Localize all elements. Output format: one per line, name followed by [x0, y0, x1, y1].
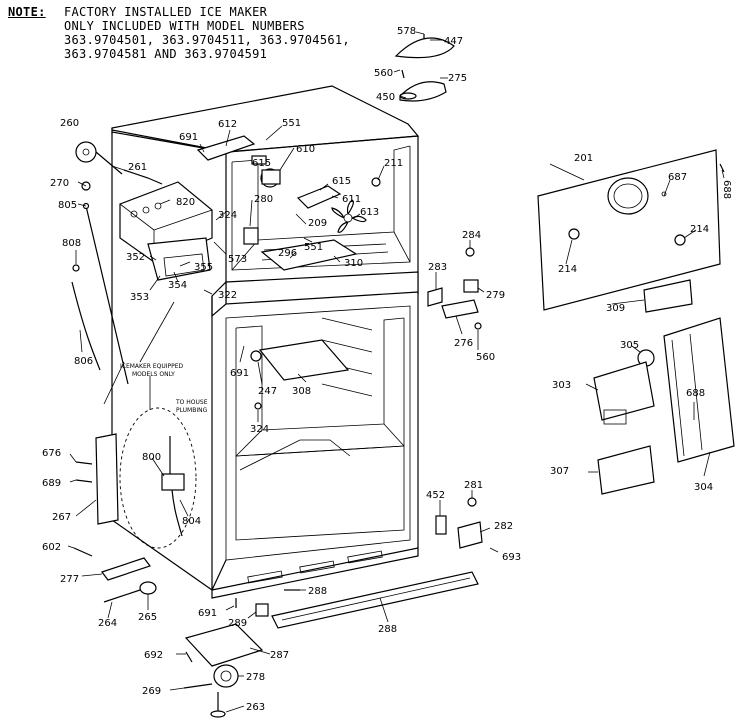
part-label-806: 806 — [74, 356, 93, 367]
part-label-263: 263 — [246, 702, 265, 713]
part-label-201: 201 — [574, 153, 593, 164]
part-label-602: 602 — [42, 542, 61, 553]
part-label-284: 284 — [462, 230, 481, 241]
part-label-308: 308 — [292, 386, 311, 397]
note-line-2: ONLY INCLUDED WITH MODEL NUMBERS — [64, 19, 305, 33]
part-label-687: 687 — [668, 172, 687, 183]
part-label-307: 307 — [550, 466, 569, 477]
part-label-615: 615 — [332, 176, 351, 187]
part-label-691: 691 — [179, 132, 198, 143]
part-label-270: 270 — [50, 178, 69, 189]
part-label-279: 279 — [486, 290, 505, 301]
part-labels: 578 447 560 275 450 260 612 551 691 615 … — [42, 26, 732, 713]
part-label-613: 613 — [360, 207, 379, 218]
note-line-1: FACTORY INSTALLED ICE MAKER — [64, 5, 268, 19]
part-label-578: 578 — [397, 26, 416, 37]
note-line-4: 363.9704581 AND 363.9704591 — [64, 47, 268, 61]
part-label-676: 676 — [42, 448, 61, 459]
part-label-247: 247 — [258, 386, 277, 397]
part-label-283: 283 — [428, 262, 447, 273]
icemaker-note-line-1: ICEMAKER EQUIPPED — [120, 363, 184, 370]
part-label-610: 610 — [296, 144, 315, 155]
part-label-688: 688 — [686, 388, 705, 399]
part-label-322: 322 — [218, 290, 237, 301]
part-label-691: 691 — [198, 608, 217, 619]
part-label-551: 551 — [304, 242, 323, 253]
part-label-310: 310 — [344, 258, 363, 269]
part-label-260: 260 — [60, 118, 79, 129]
part-label-211: 211 — [384, 158, 403, 169]
part-label-560: 560 — [374, 68, 393, 79]
part-label-214: 214 — [558, 264, 577, 275]
part-label-450: 450 — [376, 92, 395, 103]
part-label-808: 808 — [62, 238, 81, 249]
part-label-692: 692 — [144, 650, 163, 661]
part-label-611: 611 — [342, 194, 361, 205]
part-label-324: 324 — [250, 424, 269, 435]
part-label-269: 269 — [142, 686, 161, 697]
part-label-296: 296 — [278, 248, 297, 259]
part-label-304: 304 — [694, 482, 713, 493]
part-label-280: 280 — [254, 194, 273, 205]
part-label-573: 573 — [228, 254, 247, 265]
note-label: NOTE: — [8, 5, 46, 19]
part-label-309: 309 — [606, 303, 625, 314]
part-label-551: 551 — [282, 118, 301, 129]
part-label-693: 693 — [502, 552, 521, 563]
part-label-352: 352 — [126, 252, 145, 263]
part-label-303: 303 — [552, 380, 571, 391]
part-label-354: 354 — [168, 280, 187, 291]
part-label-276: 276 — [454, 338, 473, 349]
part-label-264: 264 — [98, 618, 117, 629]
part-label-282: 282 — [494, 521, 513, 532]
plumbing-note-line-1: TO HOUSE — [175, 399, 208, 406]
part-label-275: 275 — [448, 73, 467, 84]
icemaker-note-line-2: MODELS ONLY — [132, 371, 175, 378]
part-label-447: 447 — [444, 36, 463, 47]
part-label-287: 287 — [270, 650, 289, 661]
part-label-209: 209 — [308, 218, 327, 229]
part-label-452: 452 — [426, 490, 445, 501]
part-label-289: 289 — [228, 618, 247, 629]
part-label-688: 688 — [721, 180, 732, 199]
leader-lines — [67, 31, 725, 713]
part-label-261: 261 — [128, 162, 147, 173]
part-label-820: 820 — [176, 197, 195, 208]
part-label-689: 689 — [42, 478, 61, 489]
part-label-305: 305 — [620, 340, 639, 351]
note-line-3: 363.9704501, 363.9704511, 363.9704561, — [64, 33, 350, 47]
part-label-214: 214 — [690, 224, 709, 235]
plumbing-note-line-2: PLUMBING — [176, 407, 208, 414]
part-label-615: 615 — [252, 158, 271, 169]
cabinet-drawing — [111, 85, 420, 599]
part-label-804: 804 — [182, 516, 201, 527]
part-label-353: 353 — [130, 292, 149, 303]
part-label-267: 267 — [52, 512, 71, 523]
part-label-324: 324 — [218, 210, 237, 221]
part-label-288: 288 — [308, 586, 327, 597]
part-label-288: 288 — [378, 624, 397, 635]
part-label-355: 355 — [194, 262, 213, 273]
part-label-805: 805 — [58, 200, 77, 211]
part-label-281: 281 — [464, 480, 483, 491]
part-label-691: 691 — [230, 368, 249, 379]
part-label-612: 612 — [218, 119, 237, 130]
part-label-277: 277 — [60, 574, 79, 585]
part-label-278: 278 — [246, 672, 265, 683]
part-label-265: 265 — [138, 612, 157, 623]
part-label-560: 560 — [476, 352, 495, 363]
part-label-800: 800 — [142, 452, 161, 463]
